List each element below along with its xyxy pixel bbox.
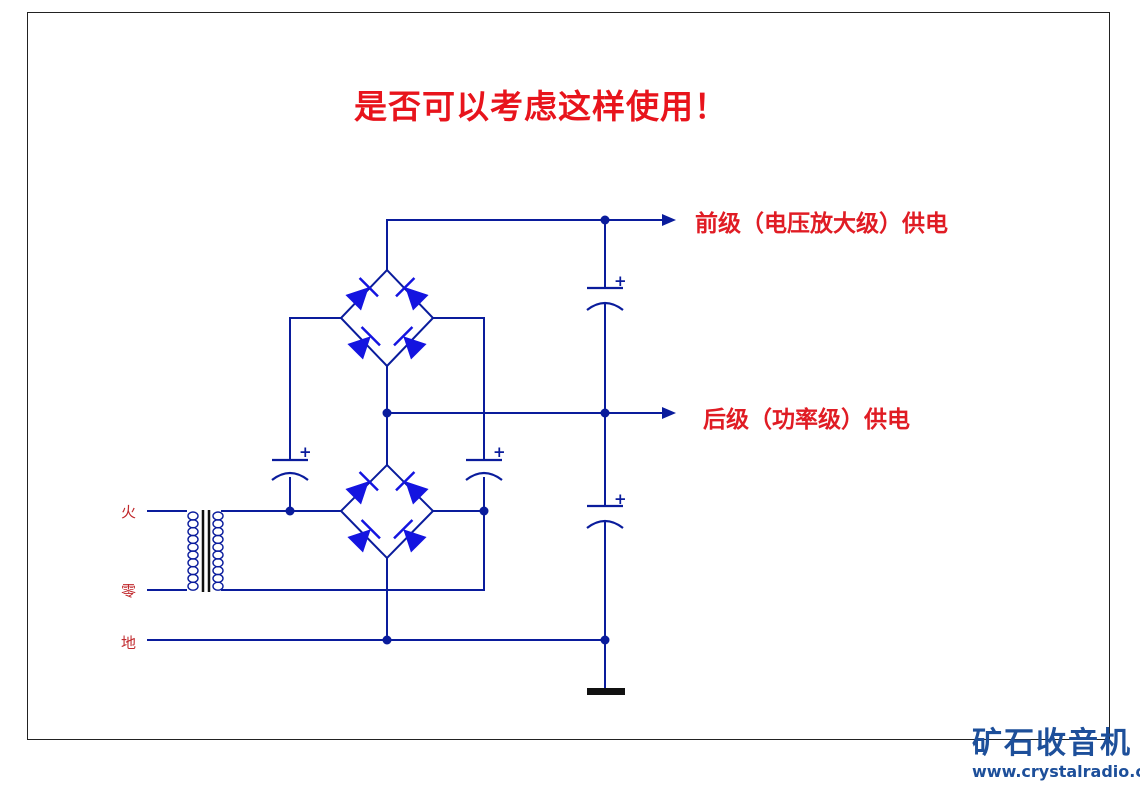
cap-polarity-1: + xyxy=(614,272,627,290)
pre-stage-arrow xyxy=(662,214,676,226)
ground-symbol xyxy=(587,688,625,695)
coil-turn xyxy=(187,581,199,591)
coil-turn xyxy=(212,526,224,537)
live-label: 火 xyxy=(121,503,137,521)
coil-turn xyxy=(187,565,199,576)
upper-bridge-outline xyxy=(339,268,435,368)
coil-turn xyxy=(212,534,224,545)
coil-turn xyxy=(187,519,199,529)
coil-turn xyxy=(187,534,199,545)
upper-bridge-diodes xyxy=(342,276,432,363)
post-stage-label: 后级（功率级）供电 xyxy=(703,407,910,433)
cap-polarity-3: + xyxy=(299,443,312,461)
watermark-url: www.crystalradio.cn xyxy=(972,762,1140,781)
coil-turn xyxy=(187,550,199,560)
neutral-label: 零 xyxy=(121,582,137,600)
coil-turn xyxy=(212,581,224,591)
capacitor-right xyxy=(465,458,503,481)
coil-turn xyxy=(212,565,224,576)
watermark: 矿石收音机 www.crystalradio.cn xyxy=(972,726,1140,782)
post-stage-arrow xyxy=(662,407,676,419)
coil-turn xyxy=(187,558,199,568)
coil-turn xyxy=(212,542,224,552)
lower-bridge-diodes xyxy=(342,470,432,556)
coil-turn xyxy=(187,526,199,537)
diagram-title: 是否可以考虑这样使用！ xyxy=(354,87,728,126)
transformer xyxy=(187,510,224,592)
diagram-frame xyxy=(27,12,1110,740)
watermark-name: 矿石收音机 xyxy=(972,726,1132,761)
cap-polarity-4: + xyxy=(493,443,506,461)
capacitor-top-right xyxy=(586,286,624,311)
coil-turn xyxy=(212,558,224,568)
coil-turn xyxy=(212,519,224,529)
pre-stage-label: 前级（电压放大级）供电 xyxy=(695,211,948,237)
coil-turn xyxy=(212,550,224,560)
capacitor-left xyxy=(271,458,309,481)
coil-turn xyxy=(187,573,199,584)
cap-polarity-2: + xyxy=(614,490,627,508)
coil-turn xyxy=(212,511,224,521)
coil-turn xyxy=(187,542,199,552)
coil-turn xyxy=(187,511,199,521)
coil-turn xyxy=(212,573,224,584)
capacitor-bottom-right xyxy=(586,504,624,529)
earth-label: 地 xyxy=(121,634,137,652)
